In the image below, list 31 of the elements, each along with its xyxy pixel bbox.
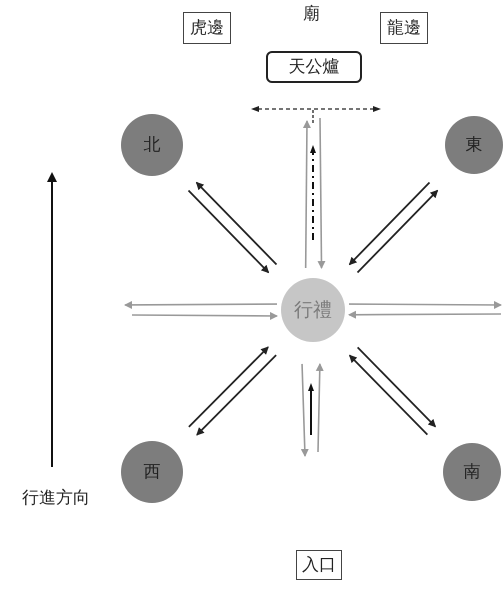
node-text: 虎邊 <box>190 20 224 36</box>
arrow <box>124 300 278 309</box>
arrow <box>317 118 326 270</box>
label-box <box>380 12 428 44</box>
arrow <box>196 182 278 266</box>
caption-text: 廟 <box>303 6 320 23</box>
label-box <box>183 12 231 44</box>
arrow <box>348 182 430 266</box>
altar-box <box>266 51 362 83</box>
arrow <box>348 310 501 319</box>
arrow <box>348 354 428 436</box>
arrow <box>302 120 311 268</box>
arrow <box>356 190 438 274</box>
arrow <box>188 346 269 428</box>
arrow <box>188 190 270 274</box>
node-text: 入口 <box>302 556 336 574</box>
arrow <box>196 354 277 436</box>
node-text: 東 <box>466 136 482 154</box>
node-text: 西 <box>144 464 160 480</box>
arrow <box>316 362 324 452</box>
arrow <box>132 312 278 320</box>
arrow <box>348 300 502 309</box>
node-text: 南 <box>464 464 480 480</box>
caption-text: 行進方向 <box>22 490 90 507</box>
arrow <box>356 346 436 428</box>
label-box <box>296 550 342 580</box>
node-text: 龍邊 <box>387 20 421 36</box>
arrow <box>300 364 309 457</box>
node-text: 行禮 <box>294 300 332 320</box>
node-text: 北 <box>144 136 160 154</box>
node-text: 天公爐 <box>288 58 340 76</box>
